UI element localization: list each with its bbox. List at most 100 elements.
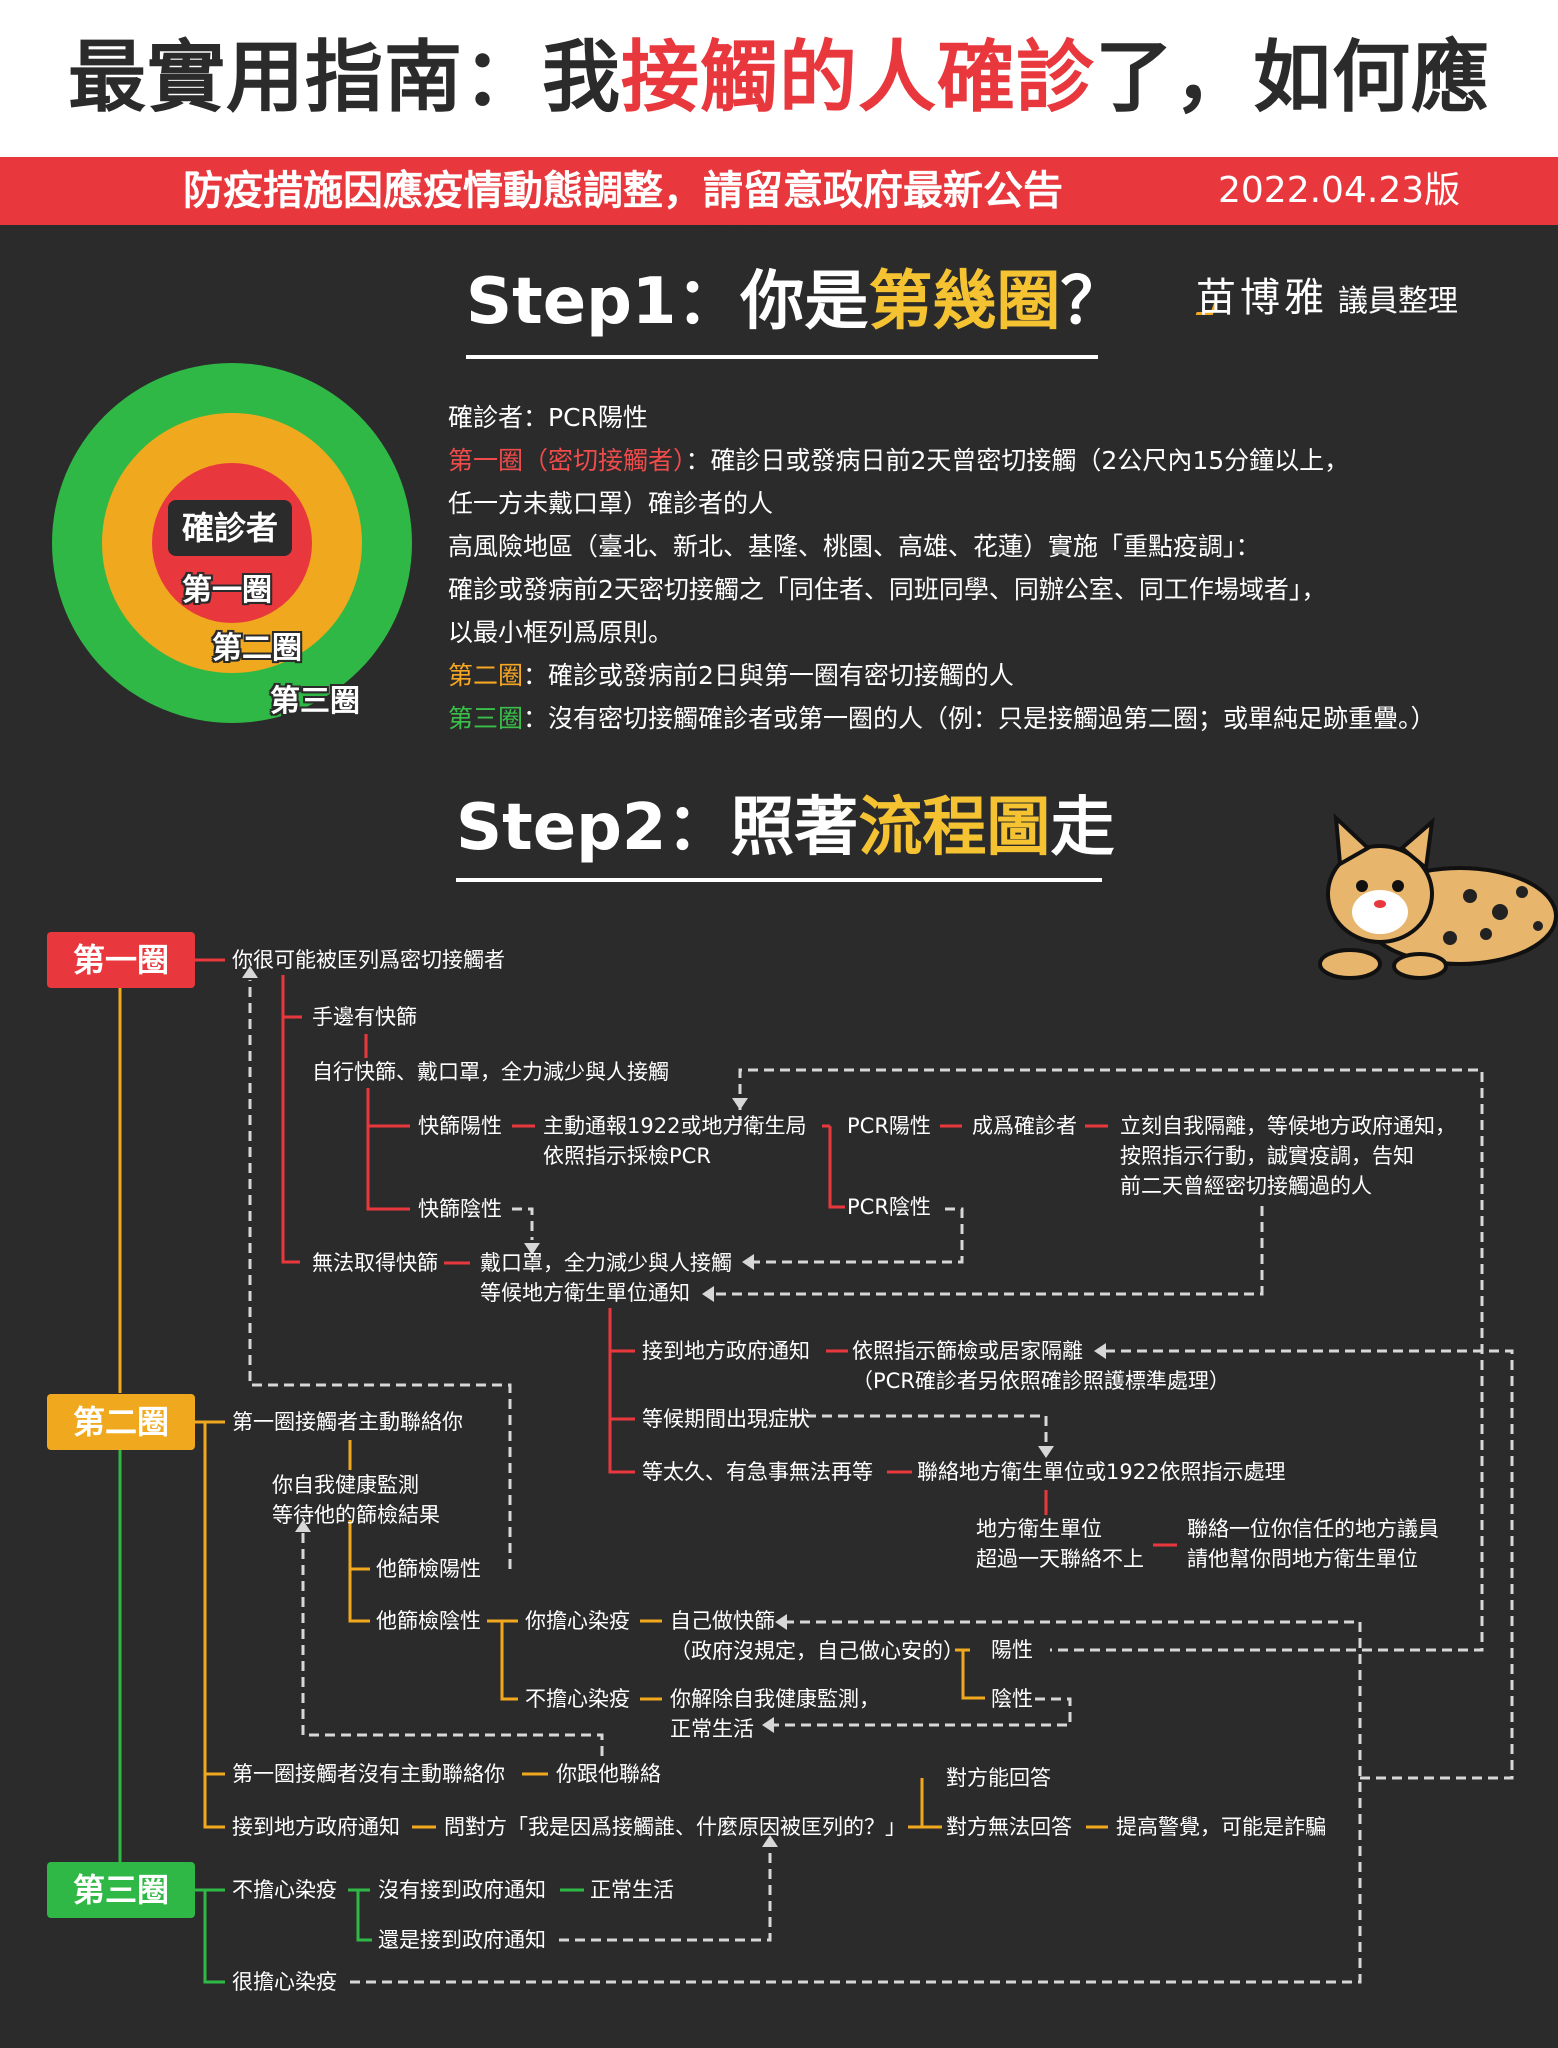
node-not-worried: 不擔心染疫 [525, 1687, 630, 1711]
node-c3-not-worried: 不擔心染疫 [232, 1878, 337, 1902]
node-contact-health-unit: 聯絡地方衛生單位或1922依照指示處理 [917, 1460, 1286, 1484]
node-release-line2: 正常生活 [670, 1717, 754, 1741]
node-release-monitor: 你解除自我健康監測， 正常生活 [670, 1684, 880, 1744]
def-confirmed: 確診者：PCR陽性 [448, 403, 648, 432]
node-isolate-line2: 按照指示行動，誠實疫調，告知 [1120, 1144, 1414, 1168]
node-monitor-line2: 等待他的篩檢結果 [272, 1503, 440, 1527]
curator-name: 苗博雅 [1196, 275, 1328, 321]
def-ring1-label: 第一圈（密切接觸者） [448, 446, 686, 475]
node-report-line2: 依照指示採檢PCR [543, 1144, 711, 1168]
node-councilor-line2: 請他幫你問地方衛生單位 [1187, 1547, 1418, 1571]
node-self-isolate: 立刻自我隔離，等候地方政府通知， 按照指示行動，誠實疫調，告知前二天曾經密切接觸過… [1120, 1111, 1456, 1201]
node-c3-no-notice: 沒有接到政府通知 [378, 1878, 546, 1902]
def-ring3-text: ：沒有密切接觸確診者或第一圈的人（例：只是接觸過第二圈；或單純足跡重疊。） [523, 704, 1436, 733]
node-pcr-negative: PCR陰性 [847, 1195, 931, 1219]
def-high-risk-detail: 確診或發病前2天密切接觸之「同住者、同班同學、同辦公室、同工作場域者」， [448, 575, 1327, 604]
def-ring3-label: 第三圈 [448, 704, 524, 733]
node-c3-normal-life: 正常生活 [590, 1878, 674, 1902]
node-c2-positive: 陽性 [991, 1638, 1033, 1662]
node-no-rapid-test: 無法取得快篩 [312, 1251, 438, 1275]
node-c2-gov-notice: 接到地方政府通知 [232, 1815, 400, 1839]
node-isolate-line3: 前二天曾經密切接觸過的人 [1120, 1174, 1372, 1198]
header-bar [0, 0, 1558, 157]
node-contact-councilor: 聯絡一位你信任的地方議員請他幫你問地方衛生單位 [1187, 1514, 1439, 1574]
node-unit-unreachable: 地方衛生單位超過一天聯絡不上 [976, 1514, 1144, 1574]
step1-highlight: 第幾圈 [868, 265, 1061, 339]
leopard-cat-illustration [1318, 812, 1558, 980]
node-mask-line2: 等候地方衛生單位通知 [480, 1281, 690, 1305]
node-not-contacted: 第一圈接觸者沒有主動聯絡你 [232, 1762, 505, 1786]
notice-banner [0, 157, 1558, 225]
node-report-1922: 主動通報1922或地方衛生局依照指示採檢PCR [543, 1111, 806, 1171]
step1-heading: Step1：你是第幾圈？ [466, 262, 1124, 342]
node-symptoms: 等候期間出現症狀 [642, 1407, 810, 1431]
node-unit-line2: 超過一天聯絡不上 [976, 1547, 1144, 1571]
node-their-negative: 他篩檢陰性 [376, 1609, 481, 1633]
def-ring2-text: ：確診或發病前2日與第一圈有密切接觸的人 [523, 661, 1014, 690]
node-follow-instructions: 依照指示篩檢或居家隔離 （PCR確診者另依照確診照護標準處理） [852, 1336, 1230, 1396]
step1-underline [466, 355, 1098, 359]
step2-underline [456, 878, 1102, 882]
node-contacted-by-ring1: 第一圈接觸者主動聯絡你 [232, 1410, 463, 1434]
curator-role: 議員整理 [1338, 284, 1458, 319]
step1-prefix: Step1：你是 [466, 265, 869, 339]
ring-center-label: 確診者 [168, 500, 292, 556]
node-rapid-line1: 自己做快篩 [670, 1609, 775, 1633]
title-highlight: 接觸的人確診 [620, 33, 1095, 123]
node-can-answer: 對方能回答 [946, 1766, 1051, 1790]
step2-heading: Step2：照著流程圖走 [456, 788, 1114, 868]
node-release-line1: 你解除自我健康監測， [670, 1687, 880, 1711]
step1-suffix: ？ [1060, 265, 1125, 339]
def-high-risk: 高風險地區（臺北、新北、基隆、桃園、高雄、花蓮）實施「重點疫調」： [448, 532, 1261, 561]
node-gov-notice: 接到地方政府通知 [642, 1339, 810, 1363]
tag-ring1: 第一圈 [47, 932, 195, 988]
banner-text: 防疫措施因應疫情動態調整，請留意政府最新公告 [183, 168, 1063, 214]
ring3-label: 第三圈 [270, 684, 360, 719]
node-c2-negative: 陰性 [991, 1687, 1033, 1711]
node-waited-too-long: 等太久、有急事無法再等 [642, 1460, 873, 1484]
node-follow-line2: （PCR確診者另依照確診照護標準處理） [852, 1369, 1230, 1393]
node-c3-very-worried: 很擔心染疫 [232, 1970, 337, 1994]
node-isolate-line1: 立刻自我隔離，等候地方政府通知， [1120, 1114, 1456, 1138]
node-c3-got-notice: 還是接到政府通知 [378, 1928, 546, 1952]
node-their-positive: 他篩檢陽性 [376, 1557, 481, 1581]
step2-highlight: 流程圖 [858, 791, 1051, 865]
page-title: 最實用指南：我接觸的人確診了，如何應變？ [0, 0, 1558, 280]
node-monitor-line1: 你自我健康監測 [272, 1473, 419, 1497]
node-mask-line1: 戴口罩，全力減少與人接觸 [480, 1251, 732, 1275]
node-cannot-answer: 對方無法回答 [946, 1815, 1072, 1839]
def-ring3: 第三圈：沒有密切接觸確診者或第一圈的人（例：只是接觸過第二圈；或單純足跡重疊。） [448, 701, 1436, 737]
def-ring2: 第二圈：確診或發病前2日與第一圈有密切接觸的人 [448, 658, 1014, 694]
def-ring1-text: ：確診日或發病日前2天曾密切接觸（2公尺內15分鐘以上， [685, 446, 1350, 475]
node-unit-line1: 地方衛生單位 [976, 1517, 1102, 1541]
node-rapid-negative: 快篩陰性 [418, 1197, 502, 1221]
node-self-monitor: 你自我健康監測等待他的篩檢結果 [272, 1470, 440, 1530]
ring2-label: 第二圈 [212, 631, 302, 666]
node-pcr-positive: PCR陽性 [847, 1114, 931, 1138]
node-become-case: 成爲確診者 [972, 1114, 1077, 1138]
title-part1: 最實用指南：我 [67, 33, 621, 123]
node-follow-line1: 依照指示篩檢或居家隔離 [852, 1339, 1083, 1363]
version-date: 2022.04.23版 [1218, 170, 1461, 211]
node-do-rapid-test: 自己做快篩 （政府沒規定，自己做心安的） [670, 1606, 964, 1666]
node-councilor-line1: 聯絡一位你信任的地方議員 [1187, 1517, 1439, 1541]
node-contact-them: 你跟他聯絡 [556, 1762, 661, 1786]
step2-suffix: 走 [1050, 791, 1115, 865]
node-self-test: 自行快篩、戴口罩，全力減少與人接觸 [312, 1060, 669, 1084]
node-likely-listed: 你很可能被匡列爲密切接觸者 [232, 948, 505, 972]
node-ask-reason: 問對方「我是因爲接觸誰、什麼原因被匡列的？」 [444, 1815, 906, 1839]
node-wear-mask: 戴口罩，全力減少與人接觸等候地方衛生單位通知 [480, 1248, 732, 1308]
tag-ring2: 第二圈 [47, 1394, 195, 1450]
curator-credit: 苗博雅議員整理 [1196, 268, 1458, 328]
node-rapid-line2: （政府沒規定，自己做心安的） [670, 1639, 964, 1663]
node-alert-scam: 提高警覺，可能是詐騙 [1116, 1815, 1326, 1839]
def-principle: 以最小框列爲原則。 [448, 618, 674, 647]
node-rapid-positive: 快篩陽性 [418, 1114, 502, 1138]
tag-ring3: 第三圈 [47, 1862, 195, 1918]
def-ring1-cont: 任一方未戴口罩）確診者的人 [448, 489, 774, 518]
def-ring2-label: 第二圈 [448, 661, 524, 690]
node-has-rapid-test: 手邊有快篩 [312, 1005, 417, 1029]
def-ring1: 第一圈（密切接觸者）：確診日或發病日前2天曾密切接觸（2公尺內15分鐘以上， [448, 443, 1349, 479]
node-worried: 你擔心染疫 [525, 1609, 630, 1633]
